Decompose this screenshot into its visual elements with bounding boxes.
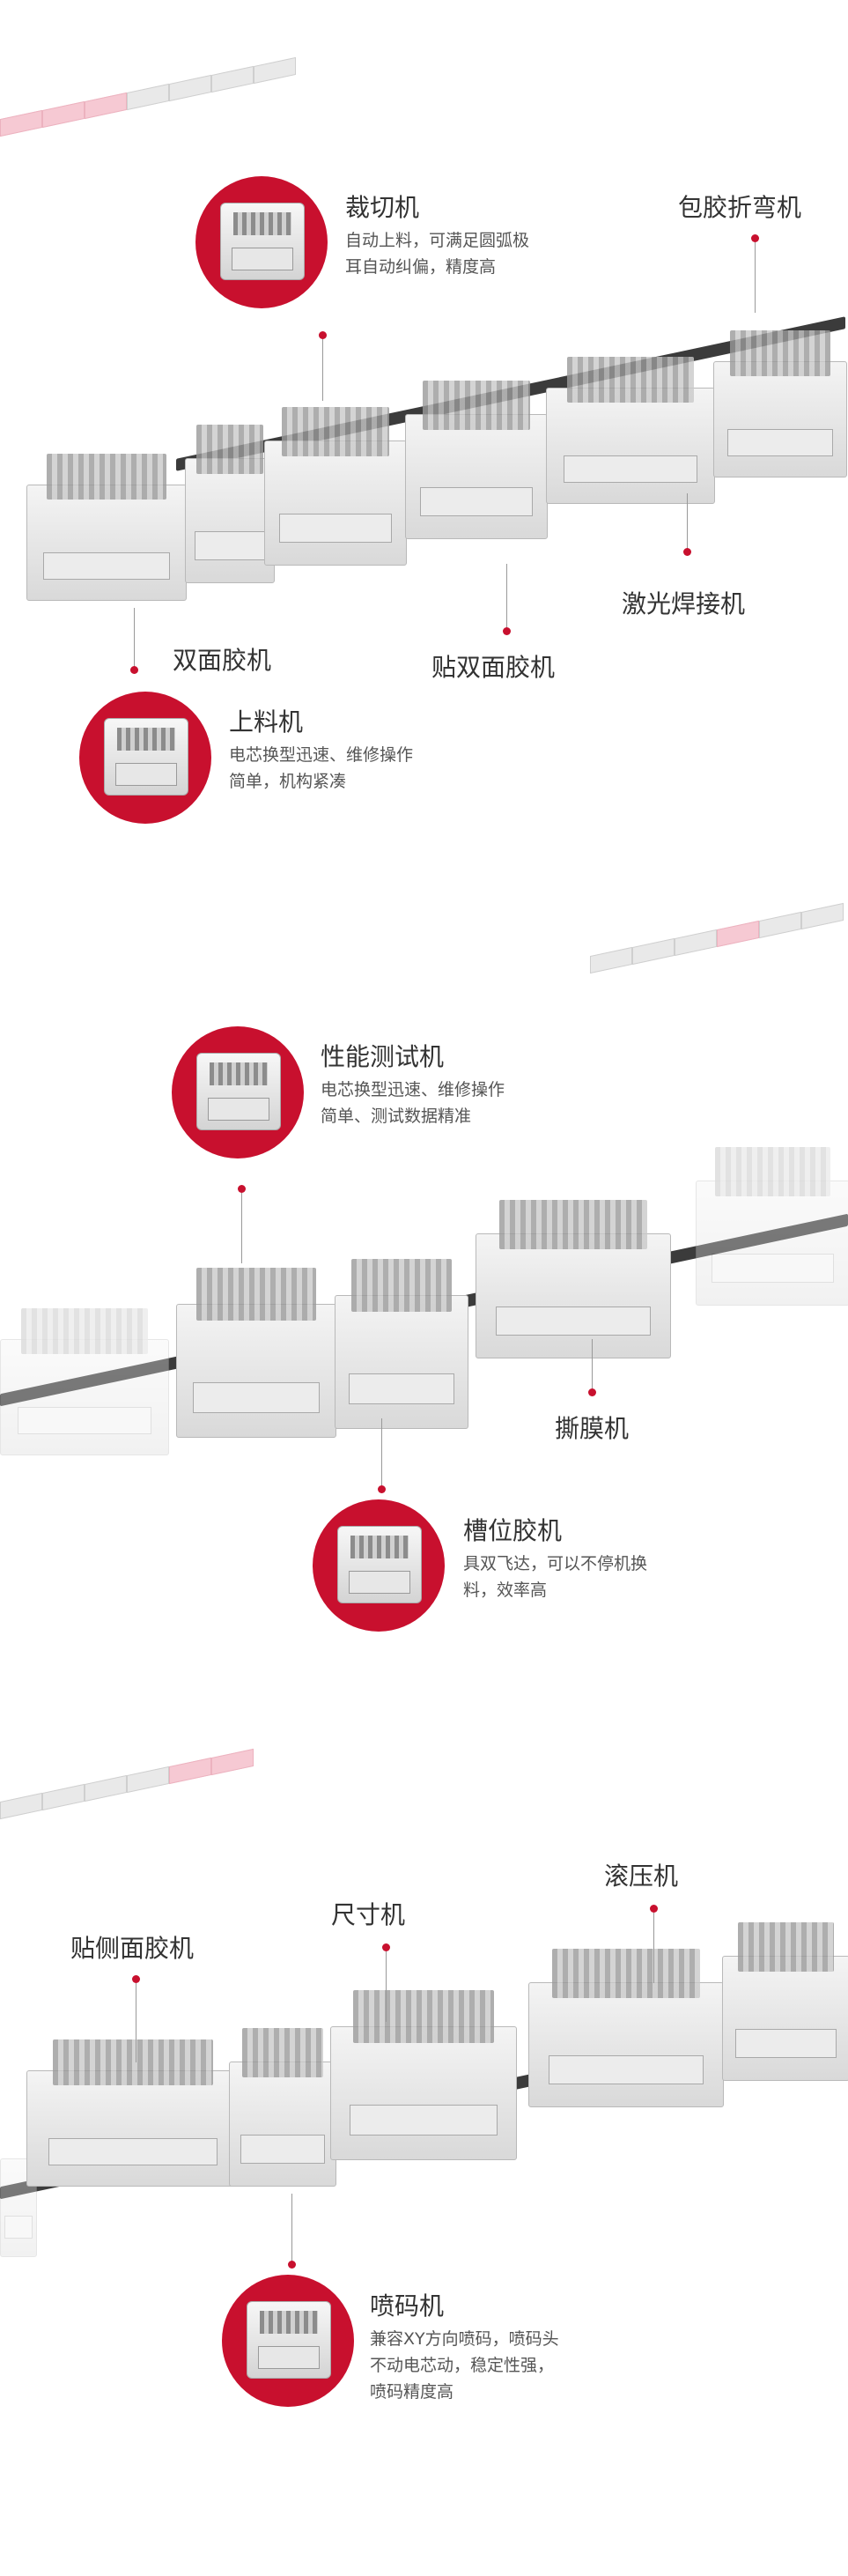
cut-machine-image: [195, 176, 328, 308]
perf-test-pointer: [238, 1185, 246, 1193]
roll-press-pointer: [650, 1905, 658, 1913]
cut-machine-pointer: [319, 331, 327, 339]
side-tape-title: 贴侧面胶机: [70, 1934, 195, 1963]
loader-desc-line1: 电芯换型迅速、维修操作: [229, 745, 414, 765]
perf-test-desc-line2: 简单、测试数据精准: [321, 1107, 472, 1126]
film-peel-title: 撕膜机: [555, 1414, 630, 1443]
size-machine-pointer: [382, 1943, 390, 1951]
laser-weld-pointer: [683, 548, 691, 556]
perf-test-desc: 电芯换型迅速、维修操作 简单、测试数据精准: [321, 1077, 505, 1129]
inkjet-desc-line2: 不动电芯动，稳定性强，: [370, 2356, 555, 2375]
slot-tape-desc-line1: 具双飞达，可以不停机换: [463, 1554, 648, 1573]
loader-desc: 电芯换型迅速、维修操作 简单，机构紧凑: [229, 742, 413, 795]
attach-double-tape-title: 贴双面胶机: [431, 653, 556, 682]
slot-tape-desc-line2: 料，效率高: [463, 1580, 548, 1600]
slot-tape-desc: 具双飞达，可以不停机换 料，效率高: [463, 1551, 647, 1603]
cut-machine-desc-line1: 自动上料，可满足圆弧极: [345, 231, 530, 250]
section-1: 裁切机 自动上料，可满足圆弧极 耳自动纠偏，精度高 包胶折弯机 双面胶机 贴双面…: [0, 0, 848, 846]
slot-tape-image: [313, 1499, 445, 1632]
perf-test-image: [172, 1026, 304, 1158]
double-tape-pointer: [130, 666, 138, 674]
tape-bend-pointer: [751, 234, 759, 242]
loader-desc-line2: 简单，机构紧凑: [229, 772, 347, 791]
slot-tape-pointer: [378, 1485, 386, 1493]
inkjet-title: 喷码机: [370, 2291, 445, 2321]
section-3: 滚压机 尺寸机 贴侧面胶机 喷码机 兼容XY方向喷码，喷码头 不动电芯动，稳定性…: [0, 1718, 848, 2576]
laser-weld-title: 激光焊接机: [622, 589, 746, 618]
cut-machine-title: 裁切机: [345, 193, 420, 222]
slot-tape-title: 槽位胶机: [463, 1516, 563, 1545]
film-peel-pointer: [588, 1388, 596, 1396]
loader-title: 上料机: [229, 707, 304, 737]
cut-machine-desc-line2: 耳自动纠偏，精度高: [345, 257, 497, 277]
perf-test-title: 性能测试机: [321, 1042, 445, 1071]
section-2: 性能测试机 电芯换型迅速、维修操作 简单、测试数据精准 撕膜机 槽位胶机 具双飞…: [0, 846, 848, 1718]
tape-bend-title: 包胶折弯机: [678, 193, 802, 222]
size-machine-title: 尺寸机: [331, 1900, 406, 1929]
loader-image: [79, 692, 211, 824]
inkjet-pointer: [288, 2261, 296, 2269]
inkjet-desc: 兼容XY方向喷码，喷码头 不动电芯动，稳定性强， 喷码精度高: [370, 2326, 559, 2405]
inkjet-desc-line3: 喷码精度高: [370, 2382, 454, 2402]
attach-double-tape-pointer: [503, 627, 511, 635]
roll-press-title: 滚压机: [604, 1862, 679, 1891]
inkjet-image: [222, 2275, 354, 2407]
cut-machine-desc: 自动上料，可满足圆弧极 耳自动纠偏，精度高: [345, 227, 529, 280]
perf-test-desc-line1: 电芯换型迅速、维修操作: [321, 1080, 505, 1099]
double-tape-title: 双面胶机: [173, 646, 272, 675]
side-tape-pointer: [132, 1975, 140, 1983]
inkjet-desc-line1: 兼容XY方向喷码，喷码头: [370, 2329, 559, 2349]
